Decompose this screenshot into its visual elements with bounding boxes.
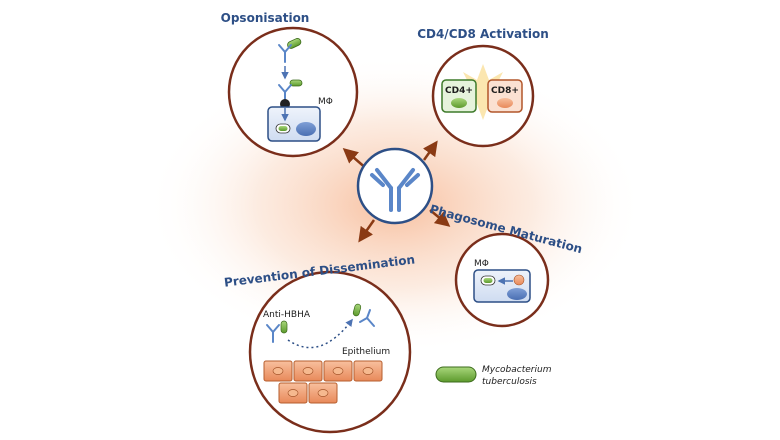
epithelium-label: Epithelium: [342, 347, 390, 357]
legend: Mycobacterium tuberculosis: [435, 365, 552, 387]
nucleus-icon: [497, 98, 513, 108]
cd8-label: CD8+: [491, 86, 519, 96]
cd4-label: CD4+: [445, 86, 473, 96]
nucleus-icon: [507, 288, 527, 300]
antibody-icon: [266, 324, 280, 343]
opsonisation-panel: Opsonisation MΦ: [221, 11, 359, 158]
bacterium-icon: [435, 366, 477, 383]
nucleus-icon: [451, 98, 467, 108]
lysosome-icon: [513, 274, 525, 286]
antibody-icon: [278, 44, 292, 63]
arrow-to-phagosome: [429, 209, 451, 227]
bacterium-icon: [483, 278, 493, 283]
activation-panel: CD4/CD8 Activation CD4+ CD8+: [417, 27, 549, 148]
bacterium-icon: [289, 79, 303, 87]
arrow-to-dissemination: [358, 219, 376, 243]
cd8-cell: [487, 79, 523, 113]
antibody-icon: [278, 84, 292, 101]
dissemination-path: [287, 318, 353, 349]
activation-title: CD4/CD8 Activation: [417, 27, 549, 41]
cd4-cell: [441, 79, 477, 113]
epithelial-nuclei: [272, 367, 374, 397]
legend-label-line2: tuberculosis: [482, 377, 537, 387]
opsonisation-circle: [227, 26, 359, 158]
macrophage-label: MΦ: [474, 259, 489, 269]
anti-hbha-label: Anti-HBHA: [263, 310, 311, 320]
nucleus-icon: [296, 122, 316, 136]
legend-label-line1: Mycobacterium: [482, 365, 552, 375]
macrophage-label: MΦ: [318, 97, 333, 107]
arrow-to-activation: [422, 140, 438, 161]
bacterium-icon: [278, 126, 288, 131]
antibody-icon: [370, 168, 420, 212]
opsonisation-title: Opsonisation: [221, 11, 310, 25]
bacterium-icon: [280, 320, 288, 334]
antibody-icon: [359, 309, 375, 327]
bacterium-icon: [352, 303, 362, 317]
central-antibody-hub: [356, 147, 434, 225]
